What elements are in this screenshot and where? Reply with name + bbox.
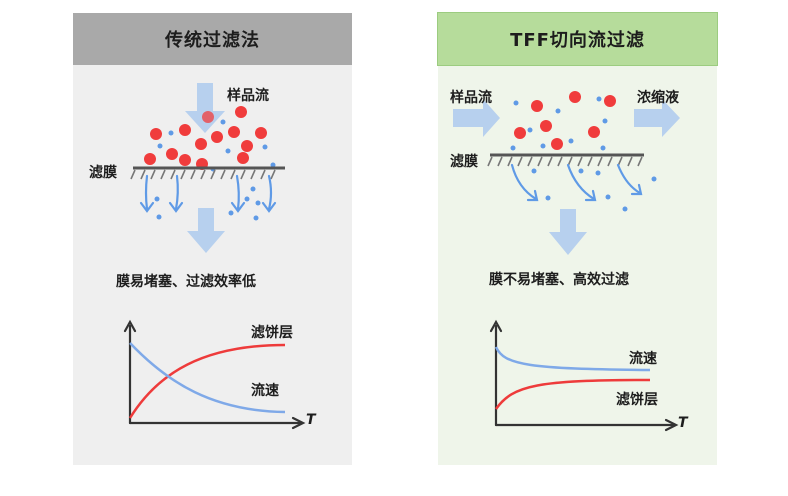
sample-flow-label: 样品流 [227,88,269,104]
cake-layer-curve [494,378,651,410]
right-chart [489,319,679,432]
flux-label: 流速 [251,383,279,399]
retentate-label: 浓缩液 [637,90,679,106]
x-axis-label: T [306,412,316,428]
traditional-filtration-panel: 传统过滤法 [73,13,352,465]
y-axis-arrowhead [123,319,137,333]
caption: 膜不易堵塞、高效过滤 [489,272,629,288]
tff-filtration-diagram [453,91,680,432]
sample-flow-label: 样品流 [450,90,492,106]
solvent-drops-upper [510,96,608,151]
flux-curve [494,346,651,372]
permeate-arrows [139,174,277,213]
solvent-drops-lower [154,186,261,221]
membrane [130,166,285,180]
cake-layer-curve [128,343,286,419]
x-axis-arrowhead [291,416,306,430]
panel-title: TFF切向流过滤 [437,12,718,66]
flux-curve [129,342,286,414]
solvent-drops-lower [531,168,657,212]
solvent-drops-upper [157,119,276,172]
filtrate-arrow-down [187,208,225,253]
filtrate-arrow-down [549,209,587,255]
particles [514,91,616,150]
feed-arrow-down [185,83,225,133]
tff-filtration-panel: TFF切向流过滤 [437,12,718,465]
y-axis-arrowhead [489,319,503,333]
left-chart [123,319,306,430]
membrane-label: 滤膜 [89,165,117,181]
permeate-arrows [510,163,643,202]
x-axis-label: T [678,415,688,431]
cake-layer-label: 滤饼层 [616,392,658,408]
particles [144,106,267,170]
flux-label: 流速 [629,351,657,367]
feed-arrow-right [453,99,500,137]
cake-layer-label: 滤饼层 [251,325,293,341]
membrane-label: 滤膜 [450,154,478,170]
retentate-arrow-right [634,99,680,137]
traditional-filtration-diagram [123,83,306,430]
caption: 膜易堵塞、过滤效率低 [116,274,256,290]
panel-title: 传统过滤法 [73,13,352,65]
x-axis-arrowhead [664,418,679,432]
